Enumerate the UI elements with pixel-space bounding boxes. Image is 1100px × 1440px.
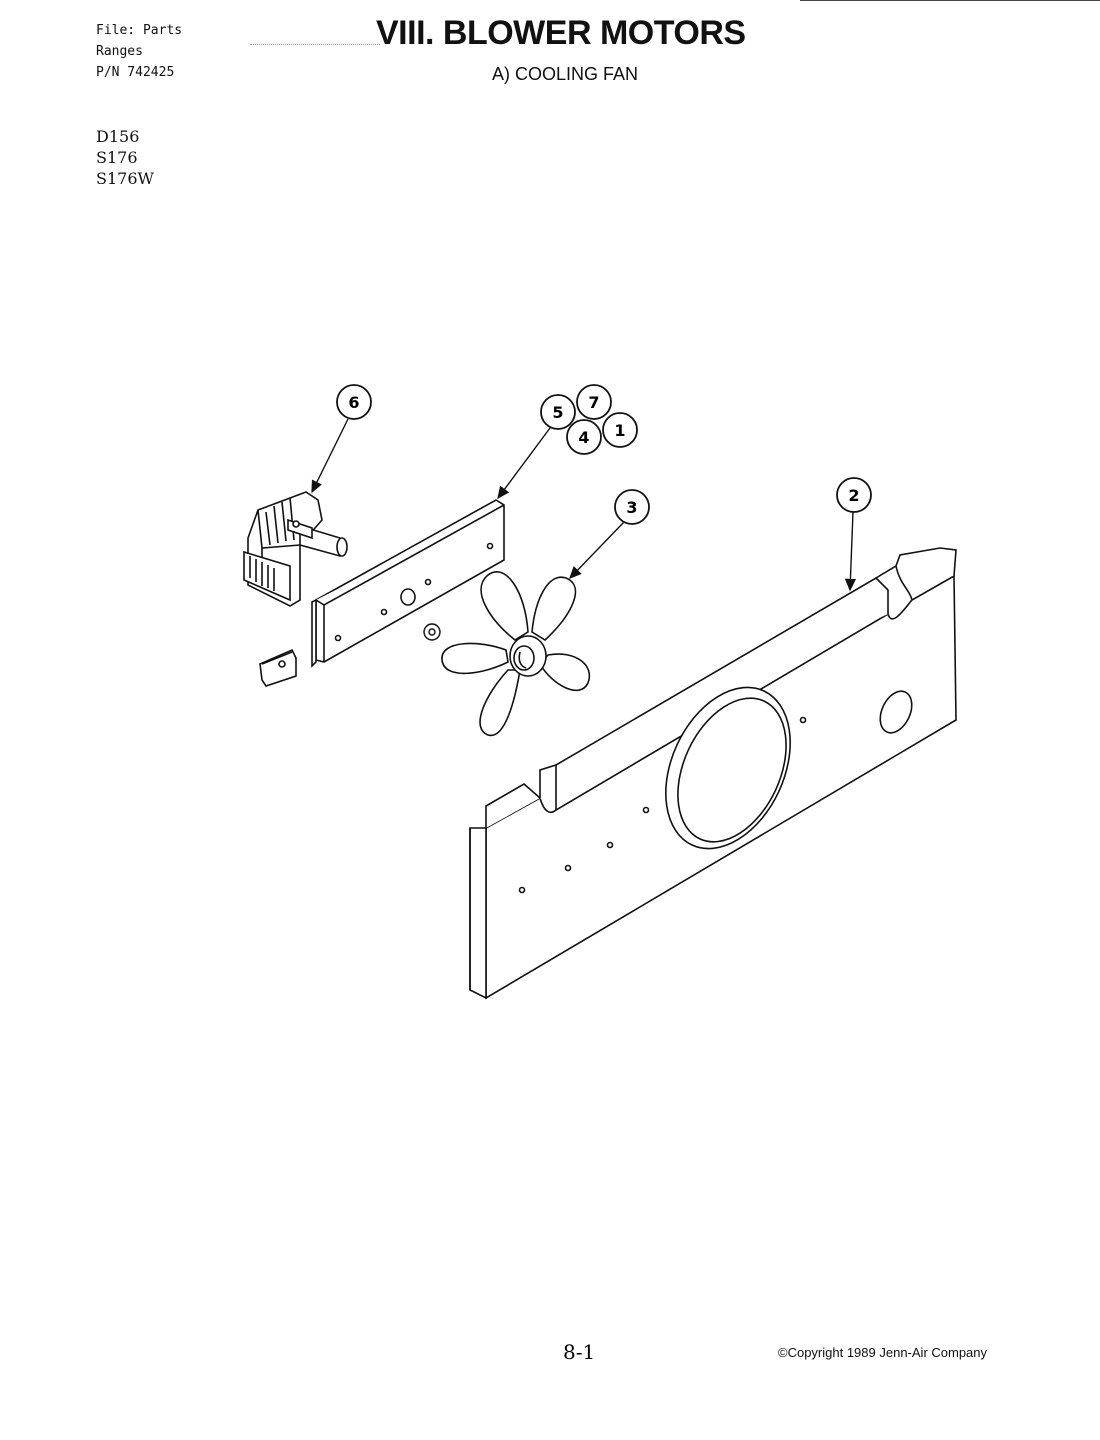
page-number: 8-1 xyxy=(563,1340,596,1364)
callout-7: 7 xyxy=(576,384,612,420)
callout-7-label: 7 xyxy=(588,393,599,412)
callout-5: 5 xyxy=(497,394,576,500)
page-subtitle: A) COOLING FAN xyxy=(492,64,639,84)
part-number-line: P/N 742425 xyxy=(96,65,175,80)
model-item: S176 xyxy=(96,148,138,167)
model-item: S176W xyxy=(96,169,154,188)
nut-part xyxy=(423,623,441,641)
callout-3: 3 xyxy=(569,489,650,580)
copyright-notice: ©Copyright 1989 Jenn-Air Company xyxy=(778,1345,988,1360)
page-title: VIII. BLOWER MOTORS xyxy=(376,14,746,52)
callout-4: 4 xyxy=(566,419,602,455)
callout-1-label: 1 xyxy=(614,421,625,440)
callout-4-label: 4 xyxy=(578,428,589,447)
category-line: Ranges xyxy=(96,44,143,59)
callout-5-label: 5 xyxy=(552,403,563,422)
callout-6-label: 6 xyxy=(348,393,359,412)
title-leader-rule xyxy=(250,44,380,45)
callout-6: 6 xyxy=(311,384,372,494)
model-list: D156 S176 S176W xyxy=(96,126,154,189)
blower-motor-part xyxy=(243,491,348,607)
motor-bracket-part xyxy=(311,499,505,668)
blower-panel-part xyxy=(469,547,957,1000)
fan-blade-part xyxy=(441,571,591,737)
callout-2-label: 2 xyxy=(848,486,859,505)
callout-3-label: 3 xyxy=(626,498,637,517)
model-item: D156 xyxy=(96,127,140,146)
file-info-block: File: Parts Ranges P/N 742425 xyxy=(96,20,182,83)
mounting-clip-part xyxy=(259,648,297,687)
callout-2: 2 xyxy=(836,477,872,592)
callout-1: 1 xyxy=(602,412,638,448)
top-edge-line xyxy=(800,0,1100,1)
file-line: File: Parts xyxy=(96,23,183,38)
